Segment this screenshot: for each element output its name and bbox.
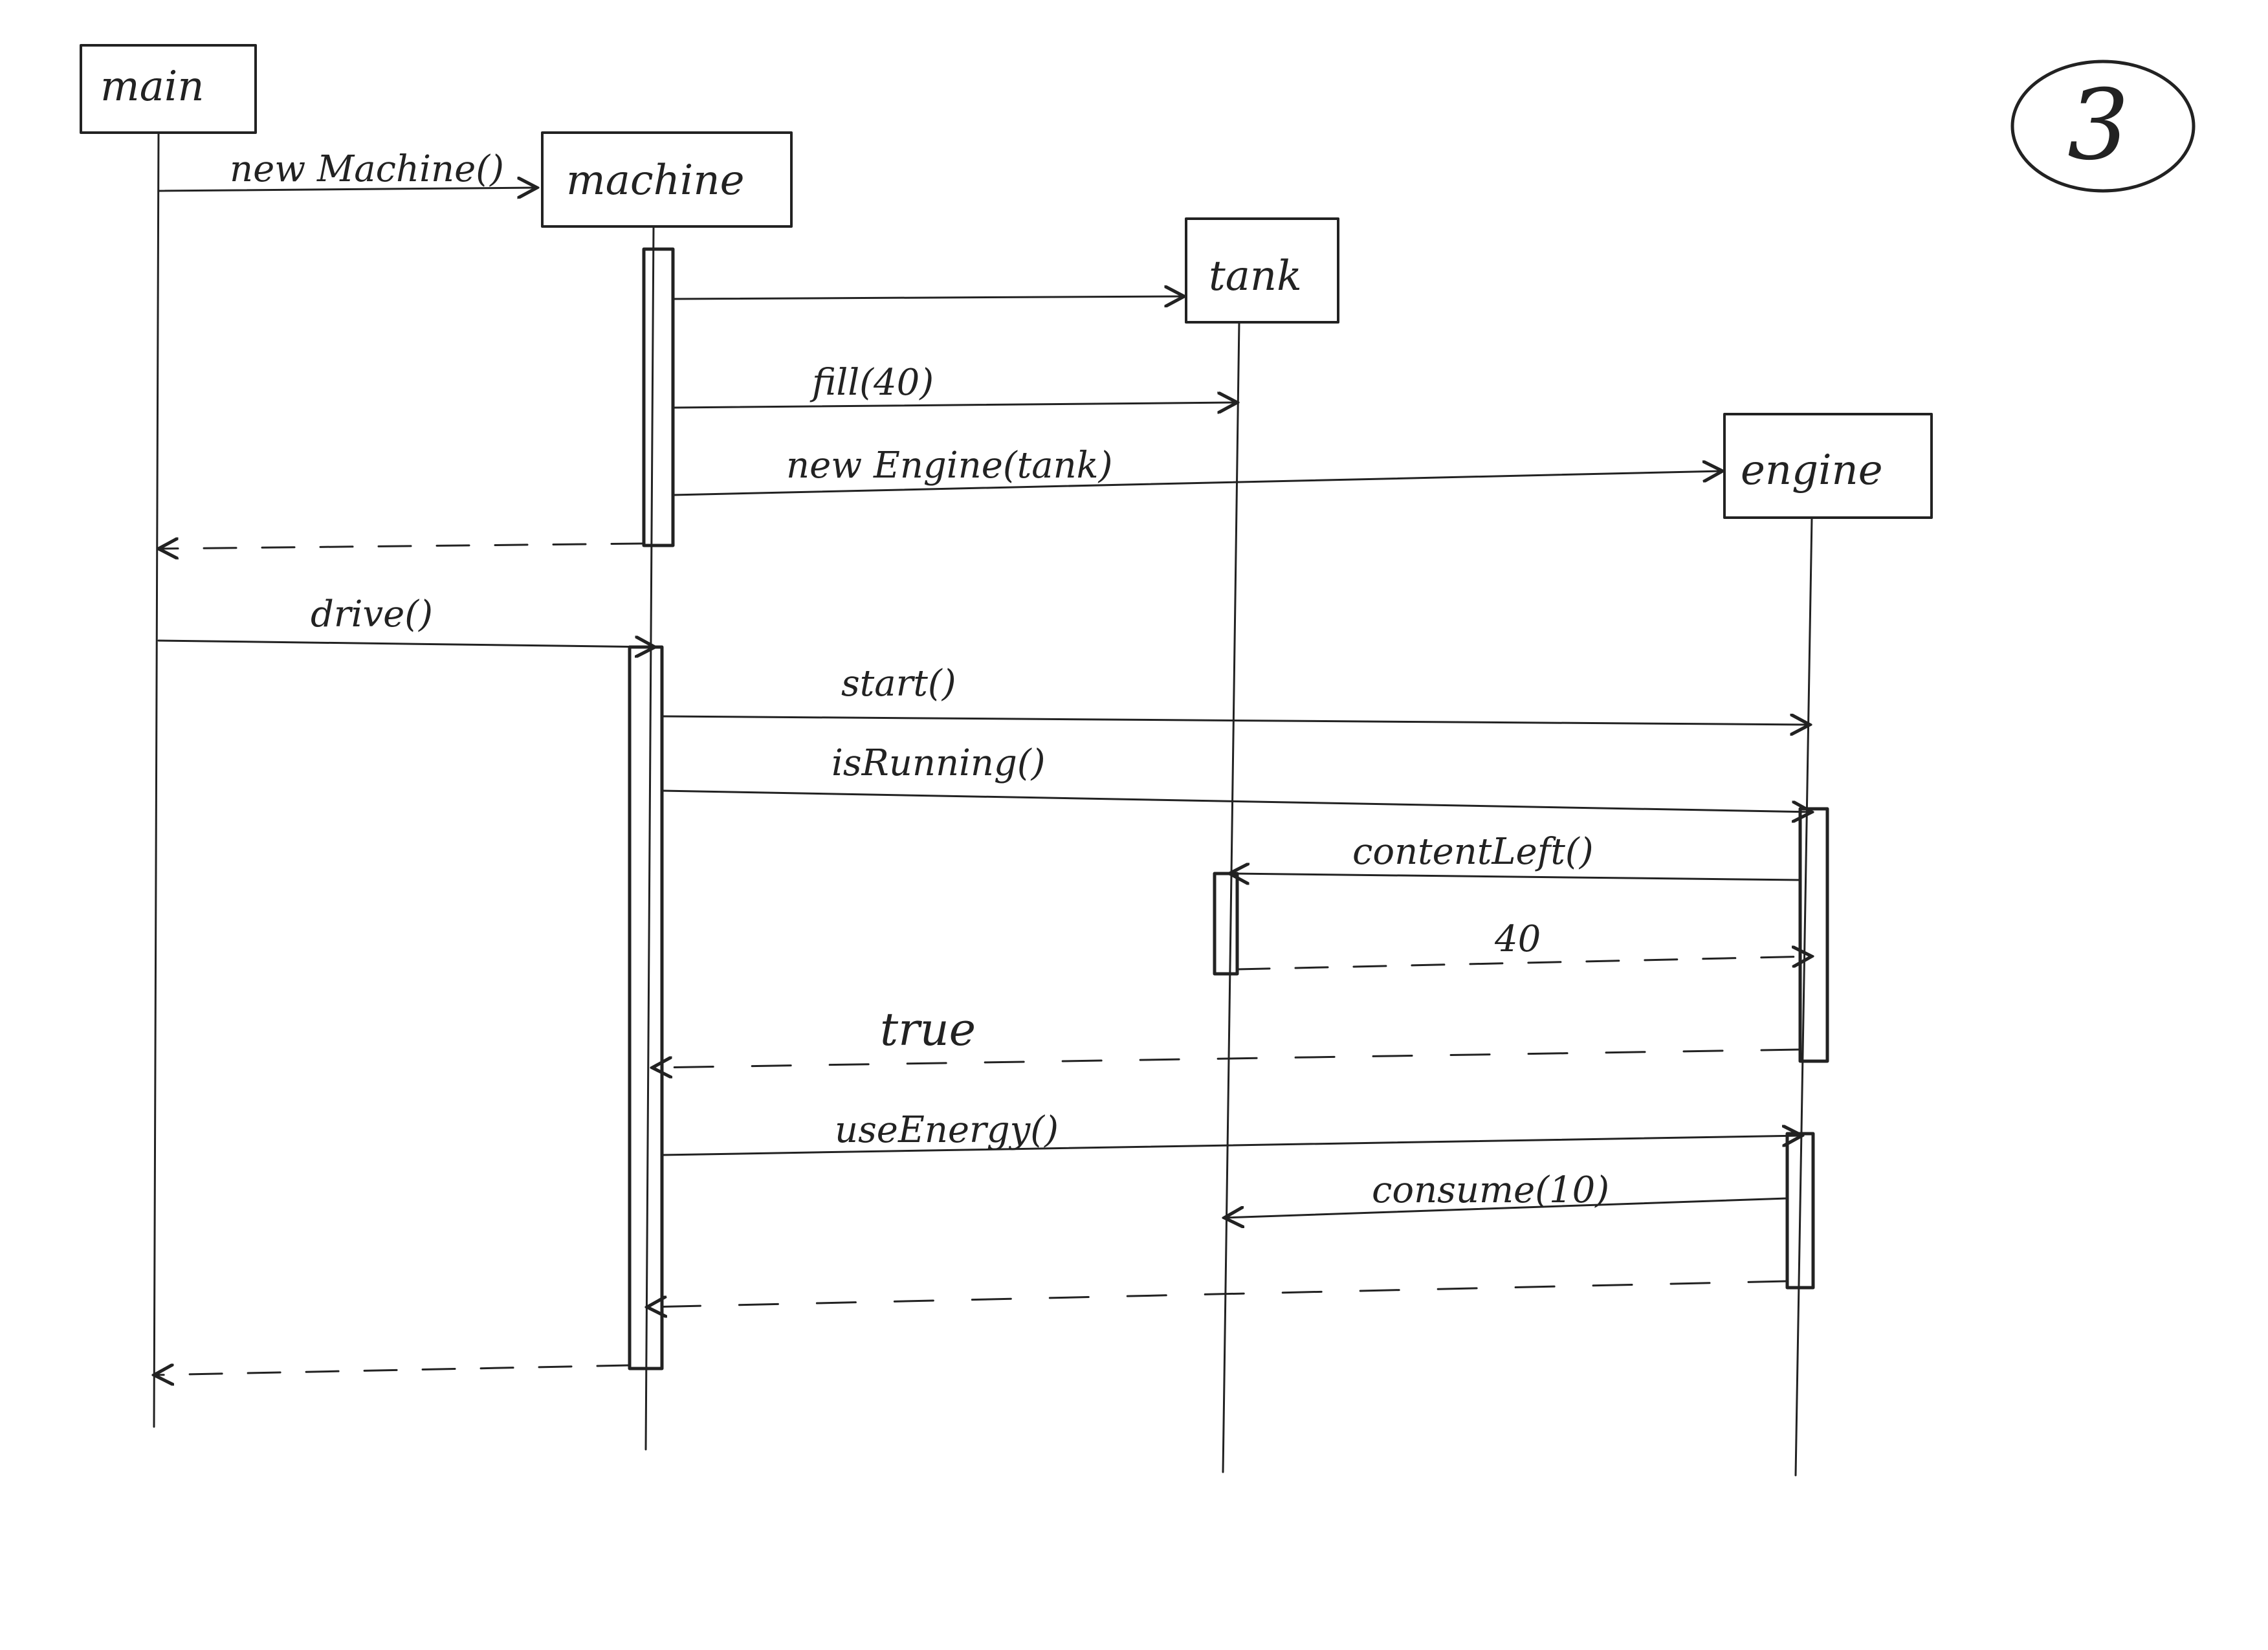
activation-machine-drive	[628, 645, 664, 1370]
message-line	[672, 471, 1723, 496]
participant-machine: machine	[541, 131, 793, 228]
message-line	[159, 544, 645, 549]
message-line	[1229, 874, 1801, 880]
message-new-engine: new Engine(tank)	[672, 445, 1723, 496]
message-label: fill(40)	[809, 362, 934, 404]
message-label: new Engine(tank)	[786, 445, 1112, 487]
message-return-drive	[154, 1365, 631, 1375]
message-return-40: 40	[1236, 918, 1812, 971]
message-line	[652, 1048, 1801, 1068]
message-line	[661, 1136, 1802, 1156]
message-line	[647, 1280, 1789, 1307]
participant-label-machine: machine	[566, 157, 744, 204]
message-label: new Machine()	[230, 148, 504, 190]
message-line	[661, 716, 1810, 725]
lifeline-tank	[1222, 321, 1240, 1473]
message-line	[672, 296, 1184, 299]
lifeline-engine	[1794, 516, 1813, 1477]
message-line	[1236, 956, 1812, 971]
message-line	[157, 188, 537, 191]
message-start: start()	[661, 663, 1810, 725]
participant-label-tank: tank	[1209, 252, 1302, 300]
message-return-true: true	[652, 1003, 1801, 1068]
message-isrunning: isRunning()	[661, 742, 1812, 812]
participant-box-main	[80, 44, 257, 134]
message-label: true	[880, 1003, 976, 1056]
message-create-tank	[672, 296, 1184, 299]
participant-box-machine	[541, 131, 793, 228]
message-label: useEnergy()	[835, 1109, 1059, 1151]
activation-tank-contentleft	[1213, 872, 1239, 976]
page-number-badge: 3	[2010, 60, 2196, 193]
message-line	[672, 402, 1237, 408]
message-line	[661, 789, 1812, 812]
message-label: isRunning()	[831, 742, 1046, 784]
lifeline-machine	[644, 225, 655, 1451]
participant-label-engine: engine	[1741, 446, 1883, 494]
page-number-text: 3	[2067, 69, 2129, 182]
message-consume: consume(10)	[1224, 1169, 1789, 1218]
participant-main: main	[80, 44, 257, 134]
lifeline-main	[153, 131, 160, 1428]
message-label: contentLeft()	[1352, 831, 1594, 873]
page-number-circle	[2010, 60, 2196, 193]
participant-label-main: main	[100, 63, 204, 111]
participant-engine: engine	[1723, 413, 1933, 519]
message-label: consume(10)	[1372, 1169, 1609, 1211]
message-contentleft: contentLeft()	[1229, 831, 1801, 880]
participant-box-tank	[1185, 217, 1339, 324]
message-label: start()	[841, 663, 956, 705]
message-useenergy: useEnergy()	[661, 1109, 1802, 1156]
message-fill: fill(40)	[672, 362, 1237, 408]
activation-machine-construct	[642, 247, 675, 547]
message-drive: drive()	[157, 593, 655, 647]
message-new-machine: new Machine()	[157, 148, 537, 191]
message-label: 40	[1494, 918, 1541, 960]
message-line	[154, 1365, 631, 1375]
participant-tank: tank	[1185, 217, 1339, 324]
message-line	[1224, 1197, 1789, 1218]
message-return-useenergy	[647, 1280, 1789, 1307]
message-line	[157, 641, 655, 647]
message-return-construct	[159, 544, 645, 549]
message-label: drive()	[311, 593, 433, 635]
